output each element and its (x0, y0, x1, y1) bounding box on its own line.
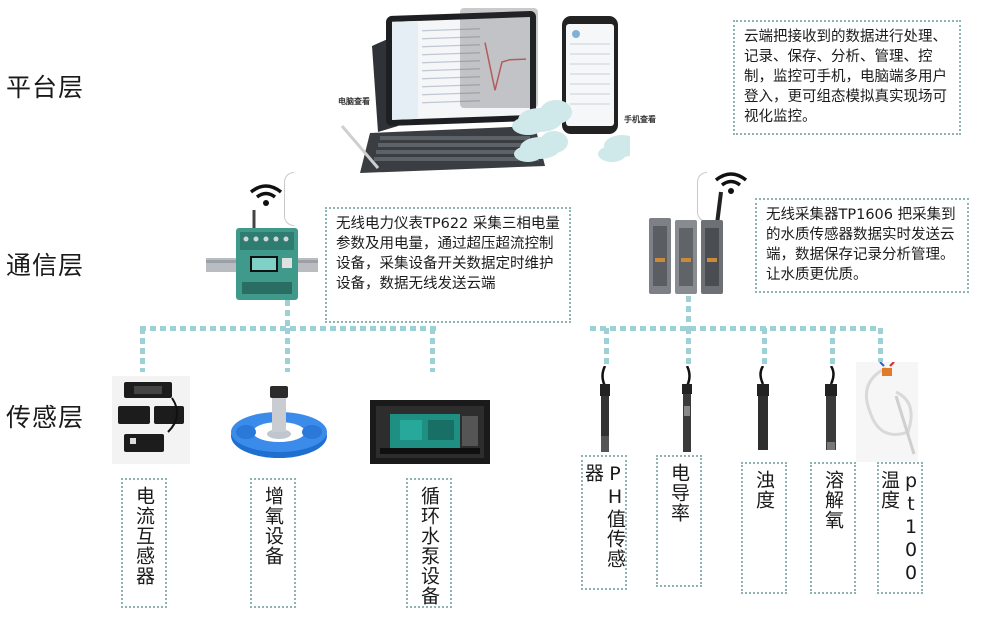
connector-drop (686, 296, 691, 328)
device-box-current-transformer: 电流互感器 (121, 478, 167, 608)
conductivity-sensor-icon (682, 366, 692, 452)
connector-drop (604, 328, 609, 368)
connector-bus-right (590, 326, 880, 331)
layer-label-platform: 平台层 (6, 73, 85, 102)
connector-drop (430, 328, 435, 372)
platform-devices-illustration (340, 8, 630, 173)
device-label: 溶解氧 (822, 470, 844, 530)
phone-icon (562, 16, 618, 134)
tablet-screen-icon (386, 11, 536, 126)
aerator-icon (231, 386, 327, 458)
connector-drop (686, 328, 691, 368)
device-label: 增氧设备 (262, 486, 284, 566)
power-meter-icon (206, 210, 318, 300)
device-box-water-pump: 循环水泵设备 (406, 478, 452, 608)
turbidity-sensor-icon (757, 366, 769, 450)
layer-label-sensing: 传感层 (6, 403, 85, 432)
meter-description-box: 无线电力仪表TP622 采集三相电量参数及用电量，通过超压超流控制设备，采集设备… (325, 207, 571, 323)
connector-drop (285, 300, 290, 328)
device-box-pt100: pt100温度 (877, 462, 923, 594)
device-box-conductivity: 电导率 (656, 455, 702, 587)
layer-label-communication: 通信层 (6, 251, 85, 280)
stylus-icon (340, 125, 380, 169)
connector-drop (830, 328, 835, 368)
connector-drop (285, 328, 290, 372)
device-label: 循环水泵设备 (418, 486, 440, 606)
platform-description: 云端把接收到的数据进行处理、记录、保存、分析、管理、控制，监控可手机，电脑端多用… (744, 29, 947, 125)
dissolved-oxygen-sensor-icon (825, 366, 837, 450)
platform-description-box: 云端把接收到的数据进行处理、记录、保存、分析、管理、控制，监控可手机，电脑端多用… (733, 20, 961, 135)
device-box-ph-sensor: PH值传感器 (581, 455, 627, 590)
connector-drop (140, 328, 145, 372)
device-label: 电导率 (668, 463, 690, 523)
connector-bus-left (140, 326, 440, 331)
wifi-icon (714, 172, 748, 194)
wifi-icon (249, 184, 283, 206)
collector-description: 无线采集器TP1606 把采集到的水质传感器数据实时发送云端，数据保存记录分析管… (766, 207, 956, 283)
connector-drop (878, 328, 883, 368)
current-transformer-icon (112, 376, 190, 464)
device-box-dissolved-oxygen: 溶解氧 (810, 462, 856, 594)
meter-description: 无线电力仪表TP622 采集三相电量参数及用电量，通过超压超流控制设备，采集设备… (336, 216, 560, 292)
connector-drop (762, 328, 767, 368)
device-box-aerator: 增氧设备 (250, 478, 296, 608)
device-label: PH值传感器 (582, 463, 626, 569)
device-label: 浊度 (753, 470, 775, 510)
wireless-collector-icon (649, 191, 723, 294)
device-label: pt100温度 (878, 470, 922, 585)
ph-sensor-icon (600, 366, 610, 452)
pc-caption: 电脑查看 (338, 97, 370, 106)
cloud-icon (512, 100, 630, 162)
device-box-turbidity: 浊度 (741, 462, 787, 594)
device-label: 电流互感器 (133, 486, 155, 586)
collector-description-box: 无线采集器TP1606 把采集到的水质传感器数据实时发送云端，数据保存记录分析管… (755, 198, 969, 293)
water-pump-icon (370, 400, 490, 464)
keyboard-icon (360, 126, 545, 173)
pt100-temperature-sensor-icon (856, 362, 918, 462)
phone-caption: 手机查看 (624, 115, 656, 124)
